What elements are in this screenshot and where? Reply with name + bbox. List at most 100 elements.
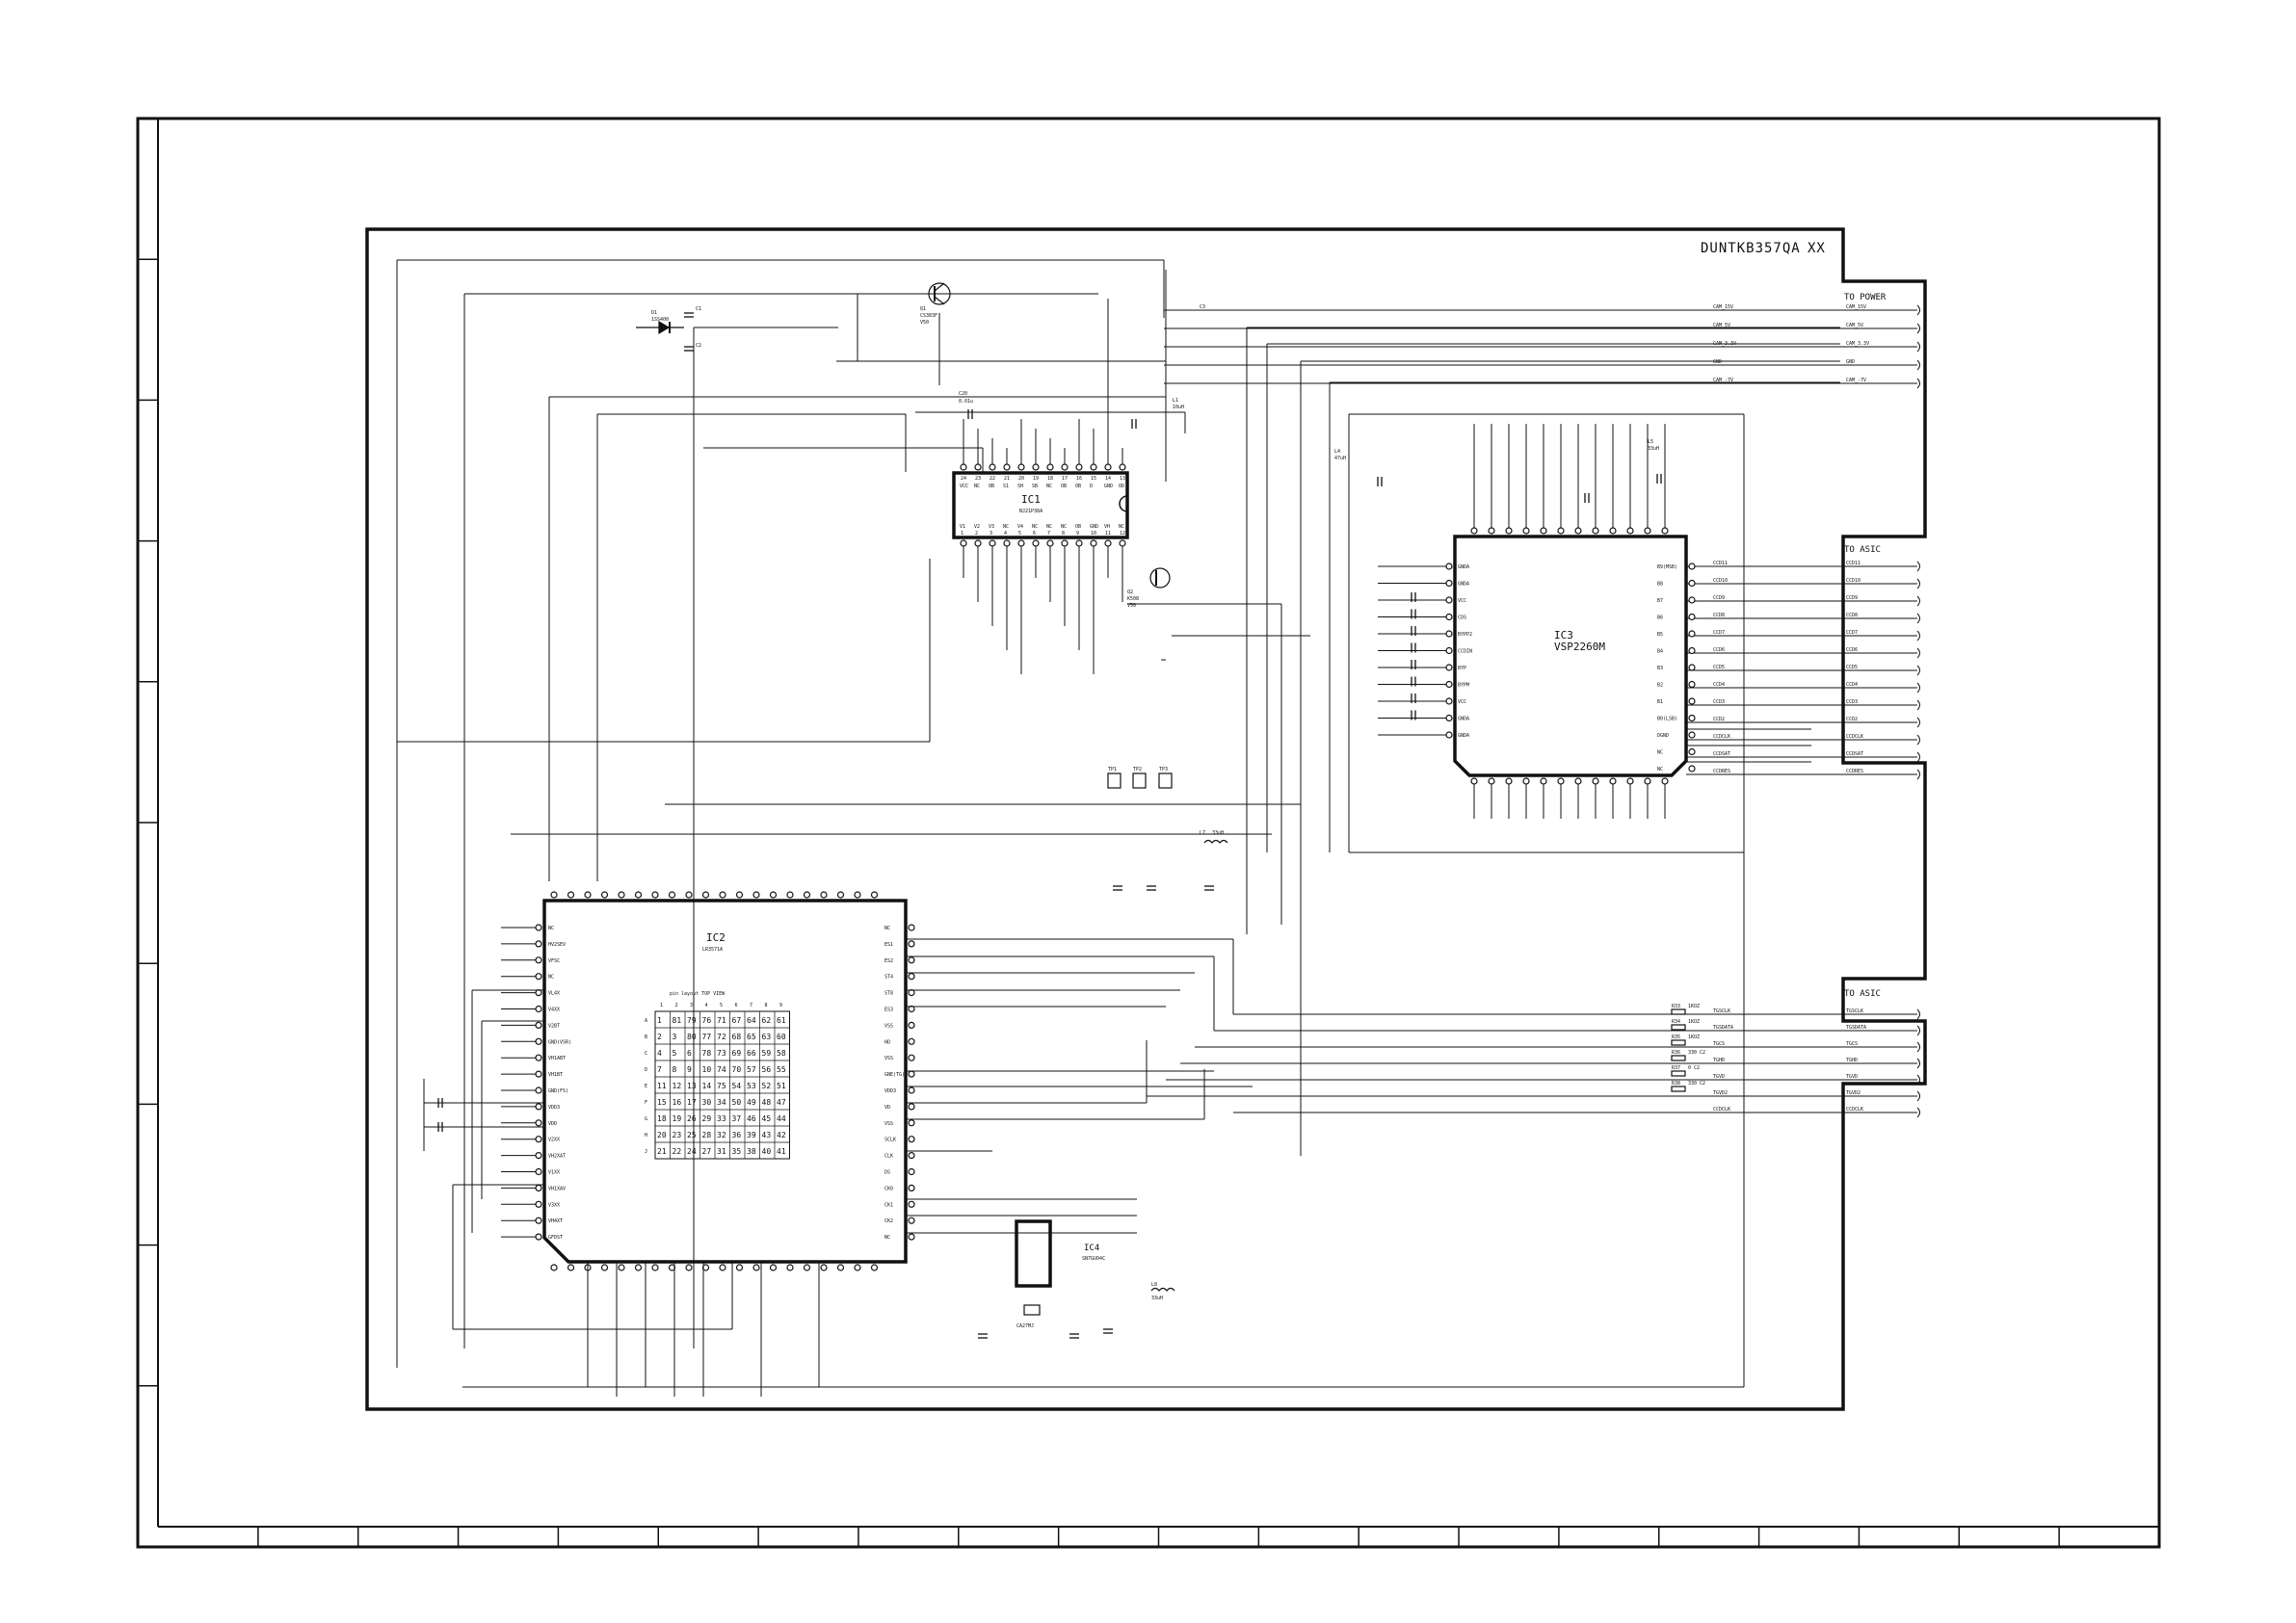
net-label: CCD9 bbox=[1713, 595, 1725, 601]
ic2-pin-pad bbox=[535, 940, 542, 948]
ic3-pin-label: BYP bbox=[1458, 666, 1466, 671]
ic2-pin-pad bbox=[600, 891, 609, 899]
grid-cell: 61 bbox=[777, 1016, 786, 1025]
ic1-pin-number: 20 bbox=[1018, 476, 1024, 482]
ic3-pin-label: BYPM bbox=[1458, 683, 1469, 689]
ic2-pin-label: V2BT bbox=[548, 1023, 560, 1029]
connector-pin-mark bbox=[1916, 734, 1920, 746]
ic3-pin-label: GNDA bbox=[1458, 717, 1469, 722]
connector-pin-mark bbox=[1916, 561, 1920, 572]
ic2-pin-pad bbox=[535, 1200, 542, 1208]
ic1-pin-label: OB bbox=[1075, 524, 1081, 530]
ic3-pin-pad bbox=[1626, 527, 1634, 535]
ic1-pin-number: 14 bbox=[1105, 476, 1111, 482]
net-label: CCD11 bbox=[1713, 561, 1728, 566]
ic2-pin-pad bbox=[836, 1264, 845, 1271]
grid-cell: 34 bbox=[717, 1098, 726, 1107]
resistor-ref: R37 bbox=[1672, 1065, 1680, 1071]
ic2-pin-pad bbox=[735, 891, 744, 899]
grid-cell: 79 bbox=[687, 1016, 697, 1025]
grid-cell: 58 bbox=[777, 1049, 786, 1058]
grid-cell: 73 bbox=[717, 1049, 726, 1058]
connector-pin-label: TGSCLK bbox=[1846, 1008, 1863, 1014]
ic1-pin-pad bbox=[1003, 463, 1011, 471]
crystal-x1: CA27MJ bbox=[1016, 1304, 1041, 1329]
resistor-symbol bbox=[1671, 1008, 1686, 1015]
resistor-ref: R36 bbox=[1672, 1050, 1680, 1056]
ic3-pin-label: NC bbox=[1657, 750, 1663, 756]
ic2-pin-pad bbox=[701, 891, 710, 899]
ic3-pin-pad bbox=[1609, 777, 1617, 785]
ic1-pin-number: 15 bbox=[1091, 476, 1096, 482]
ic1-pin-pad bbox=[1104, 463, 1112, 471]
connector-pin-mark bbox=[1916, 717, 1920, 728]
connector-pin-label: CAM_3.3V bbox=[1846, 341, 1869, 347]
l1-value: 10uH bbox=[1173, 405, 1184, 410]
resistor-value: 330 C2 bbox=[1688, 1050, 1705, 1056]
grid-cell: 65 bbox=[747, 1033, 756, 1041]
l5-label: L5 bbox=[1648, 439, 1653, 445]
ic3-pin-label: B2 bbox=[1657, 683, 1663, 689]
grid-cell: 21 bbox=[657, 1147, 667, 1156]
ic1-pin-number: 12 bbox=[1120, 531, 1125, 537]
connector-to-power: TO POWER CAM_15VCAM_15VCAM_5VCAM_5VCAM_3… bbox=[1164, 293, 1920, 389]
grid-cell: 76 bbox=[702, 1016, 712, 1025]
ic3-pin-pad bbox=[1522, 527, 1530, 535]
ic2-pin-label: VD bbox=[884, 1105, 890, 1111]
net-label: TGCS bbox=[1713, 1041, 1725, 1047]
grid-row-header: D bbox=[645, 1067, 647, 1073]
ic1-pin-label: SH bbox=[1017, 484, 1023, 489]
ic2-pin-pad bbox=[535, 1217, 542, 1224]
ic4-ref: IC4 bbox=[1084, 1243, 1099, 1253]
left-grid-ticks bbox=[138, 258, 158, 1387]
grid-cell: 22 bbox=[673, 1147, 682, 1156]
connector-pin-label: CCD11 bbox=[1846, 561, 1861, 566]
ic4-chip: IC4 SN7GU04C bbox=[1015, 1219, 1105, 1288]
ic2-pin-pad bbox=[854, 1264, 861, 1271]
ic1-pin-pad bbox=[1003, 539, 1011, 547]
connector-pin-label: CCDCLK bbox=[1846, 1107, 1863, 1113]
ic3-pin-pad bbox=[1488, 777, 1495, 785]
ic2-pin-label: NC bbox=[548, 975, 554, 981]
grid-cell: 43 bbox=[762, 1131, 772, 1139]
grid-cell: 59 bbox=[762, 1049, 772, 1058]
ic2-pin-label: VFSC bbox=[548, 958, 560, 964]
grid-cell: 70 bbox=[732, 1065, 742, 1074]
ic3-pin-label: B9(MSB) bbox=[1657, 564, 1677, 570]
resistor-value: 1KOZ bbox=[1688, 1004, 1700, 1009]
ic2-pin-pad bbox=[651, 891, 659, 899]
grid-cell: 55 bbox=[777, 1065, 786, 1074]
ic1-pin-label: V1 bbox=[960, 524, 965, 530]
q1-ref: Q1 bbox=[920, 306, 926, 312]
grid-cell: 63 bbox=[762, 1033, 772, 1041]
grid-cell: 53 bbox=[747, 1082, 756, 1090]
ic2-pin-label: NC bbox=[548, 926, 554, 931]
connector-pin-label: CCD6 bbox=[1846, 647, 1858, 653]
net-label: CCDCLK bbox=[1713, 734, 1730, 740]
net-label: CCD8 bbox=[1713, 613, 1725, 618]
ic1-pin-pad bbox=[1090, 463, 1097, 471]
power-rails bbox=[396, 259, 1840, 1388]
grid-cell: 46 bbox=[747, 1114, 756, 1123]
ic3-pin-pad bbox=[1688, 747, 1696, 756]
ic2-pin-label: CK0 bbox=[884, 1186, 893, 1191]
ic2-pin-pad bbox=[719, 1264, 726, 1271]
ic1-pin-pad bbox=[989, 463, 996, 471]
connector-pin-mark bbox=[1916, 1025, 1920, 1036]
ic1-pin-pad bbox=[1017, 463, 1025, 471]
connector-pin-mark bbox=[1916, 769, 1920, 780]
ic2-pin-pad bbox=[535, 1054, 542, 1061]
ic3-chip: IC3 VSP2260M GNDAGNDAVCCCDSBYPP2CCDINBYP… bbox=[1378, 424, 1696, 819]
ic3-pin-pad bbox=[1445, 596, 1453, 604]
ic2-pin-pad bbox=[535, 1070, 542, 1078]
ic1-pin-number: 6 bbox=[1033, 531, 1036, 537]
ic2-pin-label: ES1 bbox=[884, 942, 893, 948]
ic2-pin-pad bbox=[668, 891, 676, 899]
ic2-pin-label: CK2 bbox=[884, 1218, 893, 1224]
grid-row-header: H bbox=[645, 1133, 647, 1139]
grid-cell: 7 bbox=[657, 1065, 662, 1074]
ic3-pin-pad bbox=[1592, 527, 1599, 535]
grid-cell: 29 bbox=[702, 1114, 712, 1123]
crystal-part: CA27MJ bbox=[1016, 1323, 1034, 1329]
ic2-pin-pad bbox=[769, 891, 778, 899]
